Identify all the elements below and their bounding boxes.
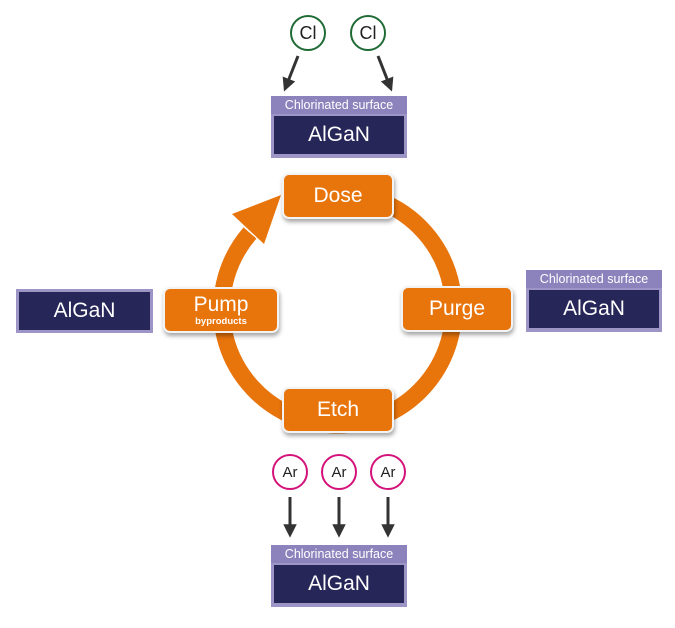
step-sublabel: byproducts (195, 315, 247, 327)
step-label: Etch (316, 398, 360, 421)
chlorine-symbol: Cl (359, 22, 377, 43)
sample-left: AlGaN (16, 289, 153, 333)
chlorine-atom: Cl (290, 15, 326, 51)
material-label: AlGaN (274, 565, 404, 603)
argon-symbol: Ar (331, 463, 347, 481)
chlorine-atom: Cl (350, 15, 386, 51)
surface-label: Chlorinated surface (526, 270, 662, 288)
step-label: Dose (313, 184, 363, 207)
argon-atom: Ar (321, 454, 357, 490)
sample-bottom: Chlorinated surface AlGaN (271, 545, 407, 607)
step-purge: Purge (401, 286, 513, 332)
argon-symbol: Ar (282, 463, 298, 481)
chlorine-arrow-left (282, 55, 300, 92)
sample-top: Chlorinated surface AlGaN (271, 96, 407, 158)
chlorine-symbol: Cl (299, 22, 317, 43)
material-label: AlGaN (19, 292, 150, 330)
argon-atom: Ar (272, 454, 308, 490)
surface-label: Chlorinated surface (271, 96, 407, 114)
step-pump: Pump byproducts (163, 287, 279, 333)
step-label: Pump (193, 292, 249, 316)
step-dose: Dose (282, 173, 394, 219)
material-label: AlGaN (529, 290, 659, 328)
argon-symbol: Ar (380, 463, 396, 481)
sample-right: Chlorinated surface AlGaN (526, 270, 662, 332)
step-etch: Etch (282, 387, 394, 433)
material-label: AlGaN (274, 116, 404, 154)
step-label: Purge (428, 297, 486, 320)
argon-atom: Ar (370, 454, 406, 490)
cycle-arrow-icon (232, 195, 281, 244)
chlorine-arrow-right (376, 55, 394, 92)
surface-label: Chlorinated surface (271, 545, 407, 563)
